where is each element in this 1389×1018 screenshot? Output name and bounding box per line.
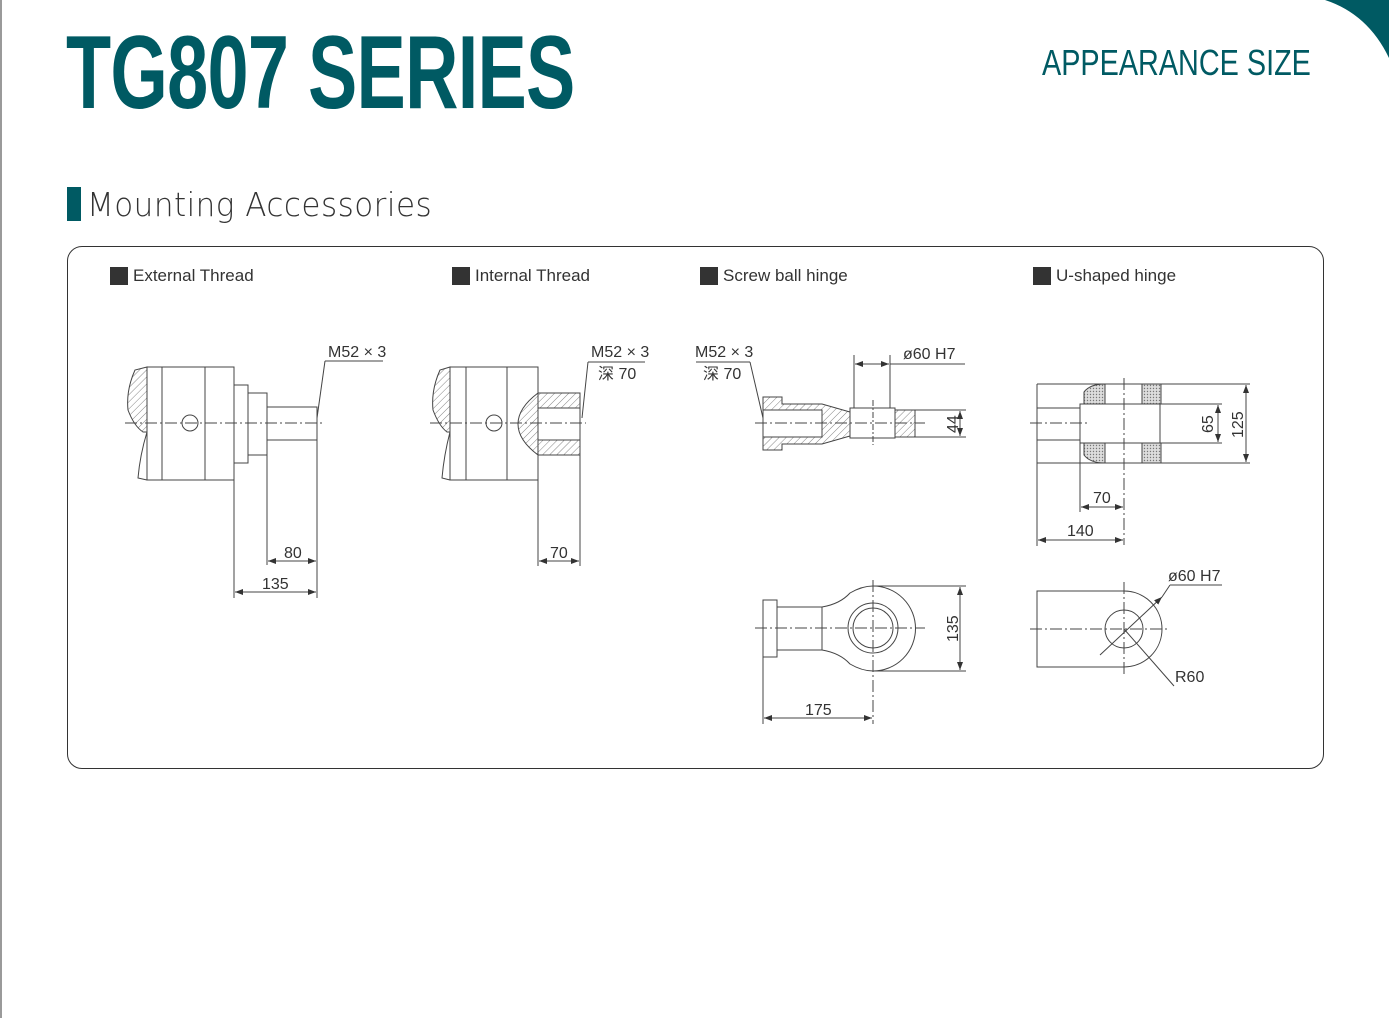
u-hinge-radius: R60 [1175,669,1204,686]
legend-square [110,267,128,285]
legend-internal-thread: Internal Thread [452,266,590,286]
legend-square [700,267,718,285]
dim-70: 70 [550,545,568,562]
dim-65: 65 [1200,415,1217,433]
corner-decoration [1325,0,1389,58]
int-thread-spec: M52 × 3 [591,344,649,361]
legend-label: Internal Thread [475,266,590,285]
external-thread-drawing [125,360,383,598]
legend-screw-ball-hinge: Screw ball hinge [700,266,848,286]
int-thread-depth: 深 70 [598,365,636,383]
page-edge [0,0,2,1018]
section-title: Mounting Accessories [87,184,433,224]
dim-125: 125 [1230,411,1247,438]
legend-external-thread: External Thread [110,266,254,286]
ext-thread-spec: M52 × 3 [328,344,386,361]
u-hinge-bore: ø60 H7 [1168,568,1221,585]
section-marker [67,187,81,221]
ball-hinge-thread-depth: 深 70 [703,365,741,383]
accessories-panel [67,246,1324,769]
legend-u-shaped-hinge: U-shaped hinge [1033,266,1176,286]
dim-140: 140 [1067,523,1094,540]
screw-ball-hinge-side-drawing [696,355,966,451]
dim-135: 135 [262,576,289,593]
ball-hinge-bore: ø60 H7 [903,346,956,363]
u-hinge-top-drawing [1030,378,1250,546]
dim-135-eye: 135 [945,615,962,642]
legend-square [452,267,470,285]
internal-thread-drawing [430,361,645,566]
page-title: TG807 SERIES [66,15,575,131]
page-subtitle: APPEARANCE SIZE [1042,42,1311,83]
ball-hinge-thread-spec: M52 × 3 [695,344,753,361]
dim-70-u: 70 [1093,490,1111,507]
legend-label: Screw ball hinge [723,266,848,285]
legend-square [1033,267,1051,285]
legend-label: External Thread [133,266,254,285]
screw-ball-hinge-front-drawing [755,580,966,724]
legend-label: U-shaped hinge [1056,266,1177,285]
u-hinge-side-drawing [1030,582,1222,687]
dim-175: 175 [805,702,832,719]
dim-80: 80 [284,545,302,562]
section-heading: Mounting Accessories [67,184,454,224]
dim-44: 44 [945,415,962,433]
